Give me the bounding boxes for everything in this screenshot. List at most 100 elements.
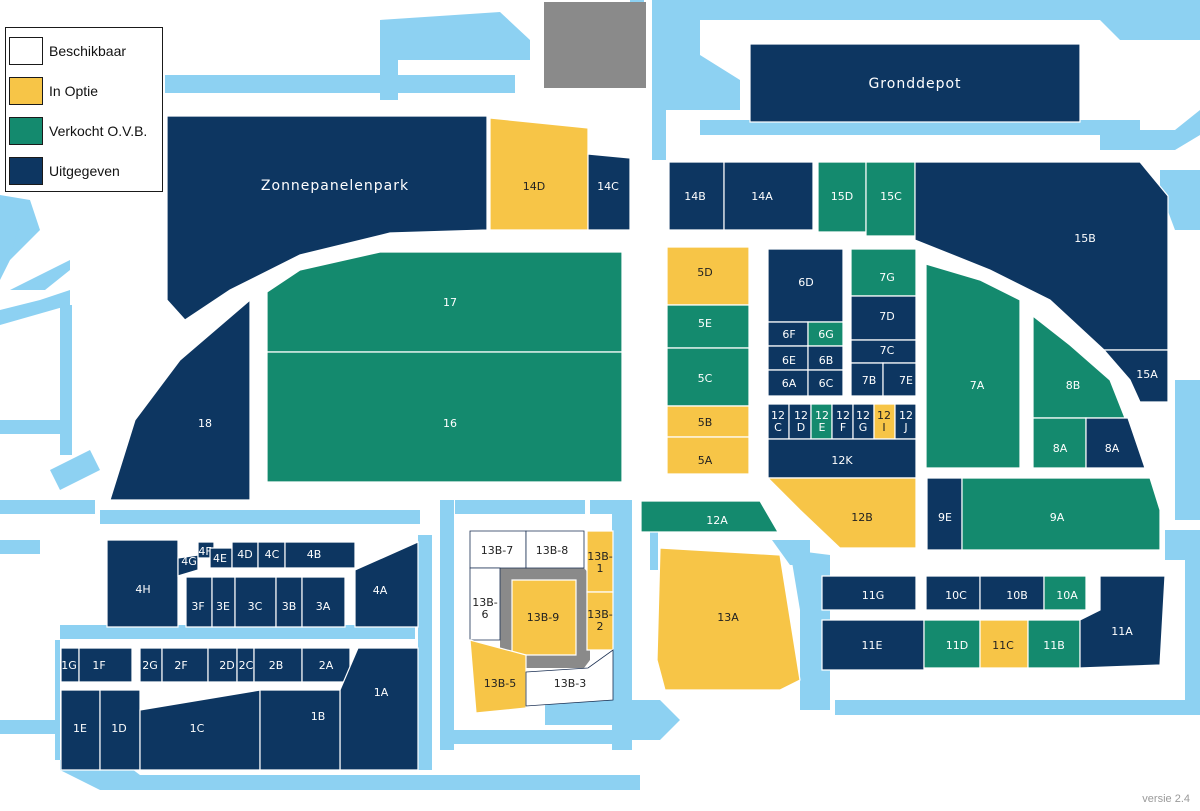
lot-label: 14B [684, 190, 706, 203]
lot-label: 15C [880, 190, 902, 203]
lot-label: 5E [698, 317, 712, 330]
lot-label: 7E [899, 374, 913, 387]
lot-label: 2A [319, 659, 334, 672]
lot-4b[interactable] [284, 541, 356, 569]
lot-label: 11A [1111, 625, 1133, 638]
lot-label: 13B-6 [472, 596, 498, 621]
lot-label: 2B [269, 659, 284, 672]
lot-6c[interactable] [807, 369, 844, 397]
lot-7a[interactable] [925, 263, 1021, 469]
lot-10a[interactable] [1043, 575, 1087, 611]
lot-8a-e[interactable] [1085, 417, 1146, 469]
lot-13b-9[interactable] [511, 579, 577, 656]
lot-label: 13B-5 [484, 677, 517, 690]
lot-label: 11E [862, 639, 883, 652]
lot-14a[interactable] [723, 161, 814, 231]
lot-4h[interactable] [106, 539, 179, 628]
lot-8b[interactable] [1032, 314, 1126, 419]
legend-swatch-available [9, 37, 43, 65]
lot-label: 4A [373, 584, 388, 597]
lot-label: 11C [992, 639, 1014, 652]
lot-1a[interactable] [339, 647, 419, 771]
lot-13b-5[interactable] [469, 639, 527, 714]
lot-1b[interactable] [259, 689, 341, 771]
lot-3a[interactable] [301, 576, 346, 628]
lot-label: 1A [374, 686, 389, 699]
lot-11e[interactable] [821, 619, 925, 671]
lot-15a[interactable] [1102, 349, 1169, 403]
lot-label: 13B-8 [536, 544, 569, 557]
lot-4a[interactable] [354, 541, 419, 628]
grey-building [544, 2, 646, 88]
legend-label: Verkocht O.V.B. [49, 123, 148, 139]
lot-label: 4C [265, 548, 280, 561]
lot-9a[interactable] [961, 477, 1161, 551]
lot-label: 14C [597, 180, 619, 193]
lot-label: 16 [443, 417, 457, 430]
lot-label: 6A [782, 377, 797, 390]
lot-12a[interactable] [640, 500, 780, 533]
lot-label: 2G [142, 659, 158, 672]
lot-1f[interactable] [78, 647, 133, 683]
lot-13b-3[interactable] [525, 649, 614, 707]
lot-label: 1B [311, 710, 326, 723]
lot-label: 4G [181, 555, 197, 568]
legend-swatch-sold [9, 117, 43, 145]
lot-label: 6G [818, 328, 834, 341]
lot-label: 8B [1066, 379, 1081, 392]
lot-label: 7C [880, 344, 895, 357]
lot-label: 10A [1056, 589, 1078, 602]
lot-label: 6C [819, 377, 834, 390]
lot-13b-8[interactable] [525, 530, 585, 569]
lot-label: 14A [751, 190, 773, 203]
legend-label: Beschikbaar [49, 43, 127, 59]
lot-label: 5B [698, 416, 713, 429]
lot-label: 1F [92, 659, 105, 672]
lot-label: 5A [698, 454, 713, 467]
lot-label: 7B [862, 374, 877, 387]
lot-label: 14D [523, 180, 545, 193]
lot-label: 9A [1050, 511, 1065, 524]
lot-label: 5D [697, 266, 712, 279]
lot-13a[interactable] [656, 547, 801, 691]
lot-11g[interactable] [821, 575, 917, 611]
lot-label: 4E [213, 552, 227, 565]
lot-label: 15A [1136, 368, 1158, 381]
lot-13b-6[interactable] [469, 567, 501, 641]
lot-4g[interactable] [177, 554, 199, 577]
lot-zonnepanelenpark[interactable] [166, 115, 488, 321]
lot-14d[interactable] [489, 117, 589, 231]
legend-item-available: Beschikbaar [9, 31, 159, 71]
lot-14c[interactable] [587, 153, 631, 231]
lot-label: 13B-7 [481, 544, 514, 557]
legend-label: In Optie [49, 83, 99, 99]
lot-label: 13B-3 [554, 677, 587, 690]
lot-label: 1D [111, 722, 126, 735]
lot-11a[interactable] [1079, 575, 1166, 669]
lot-label: 10C [945, 589, 967, 602]
lot-label: 17 [443, 296, 457, 309]
lot-label: 1G [61, 659, 77, 672]
legend-item-sold: Verkocht O.V.B. [9, 111, 159, 151]
legend-item-issued: Uitgegeven [9, 151, 159, 191]
lot-label: 6B [819, 354, 834, 367]
lot-label: 1C [190, 722, 205, 735]
lot-label: 3F [191, 600, 204, 613]
lot-5a[interactable] [666, 436, 750, 475]
lot-label: 3E [216, 600, 230, 613]
lot-label: 9E [938, 511, 952, 524]
lot-18[interactable] [109, 298, 251, 501]
lot-gronddepot[interactable] [749, 43, 1081, 123]
lot-label: 6E [782, 354, 796, 367]
lot-label: 13B-2 [587, 608, 613, 633]
lot-7e[interactable] [882, 362, 917, 397]
lot-12b[interactable] [766, 477, 917, 549]
lot-16[interactable] [266, 351, 623, 483]
